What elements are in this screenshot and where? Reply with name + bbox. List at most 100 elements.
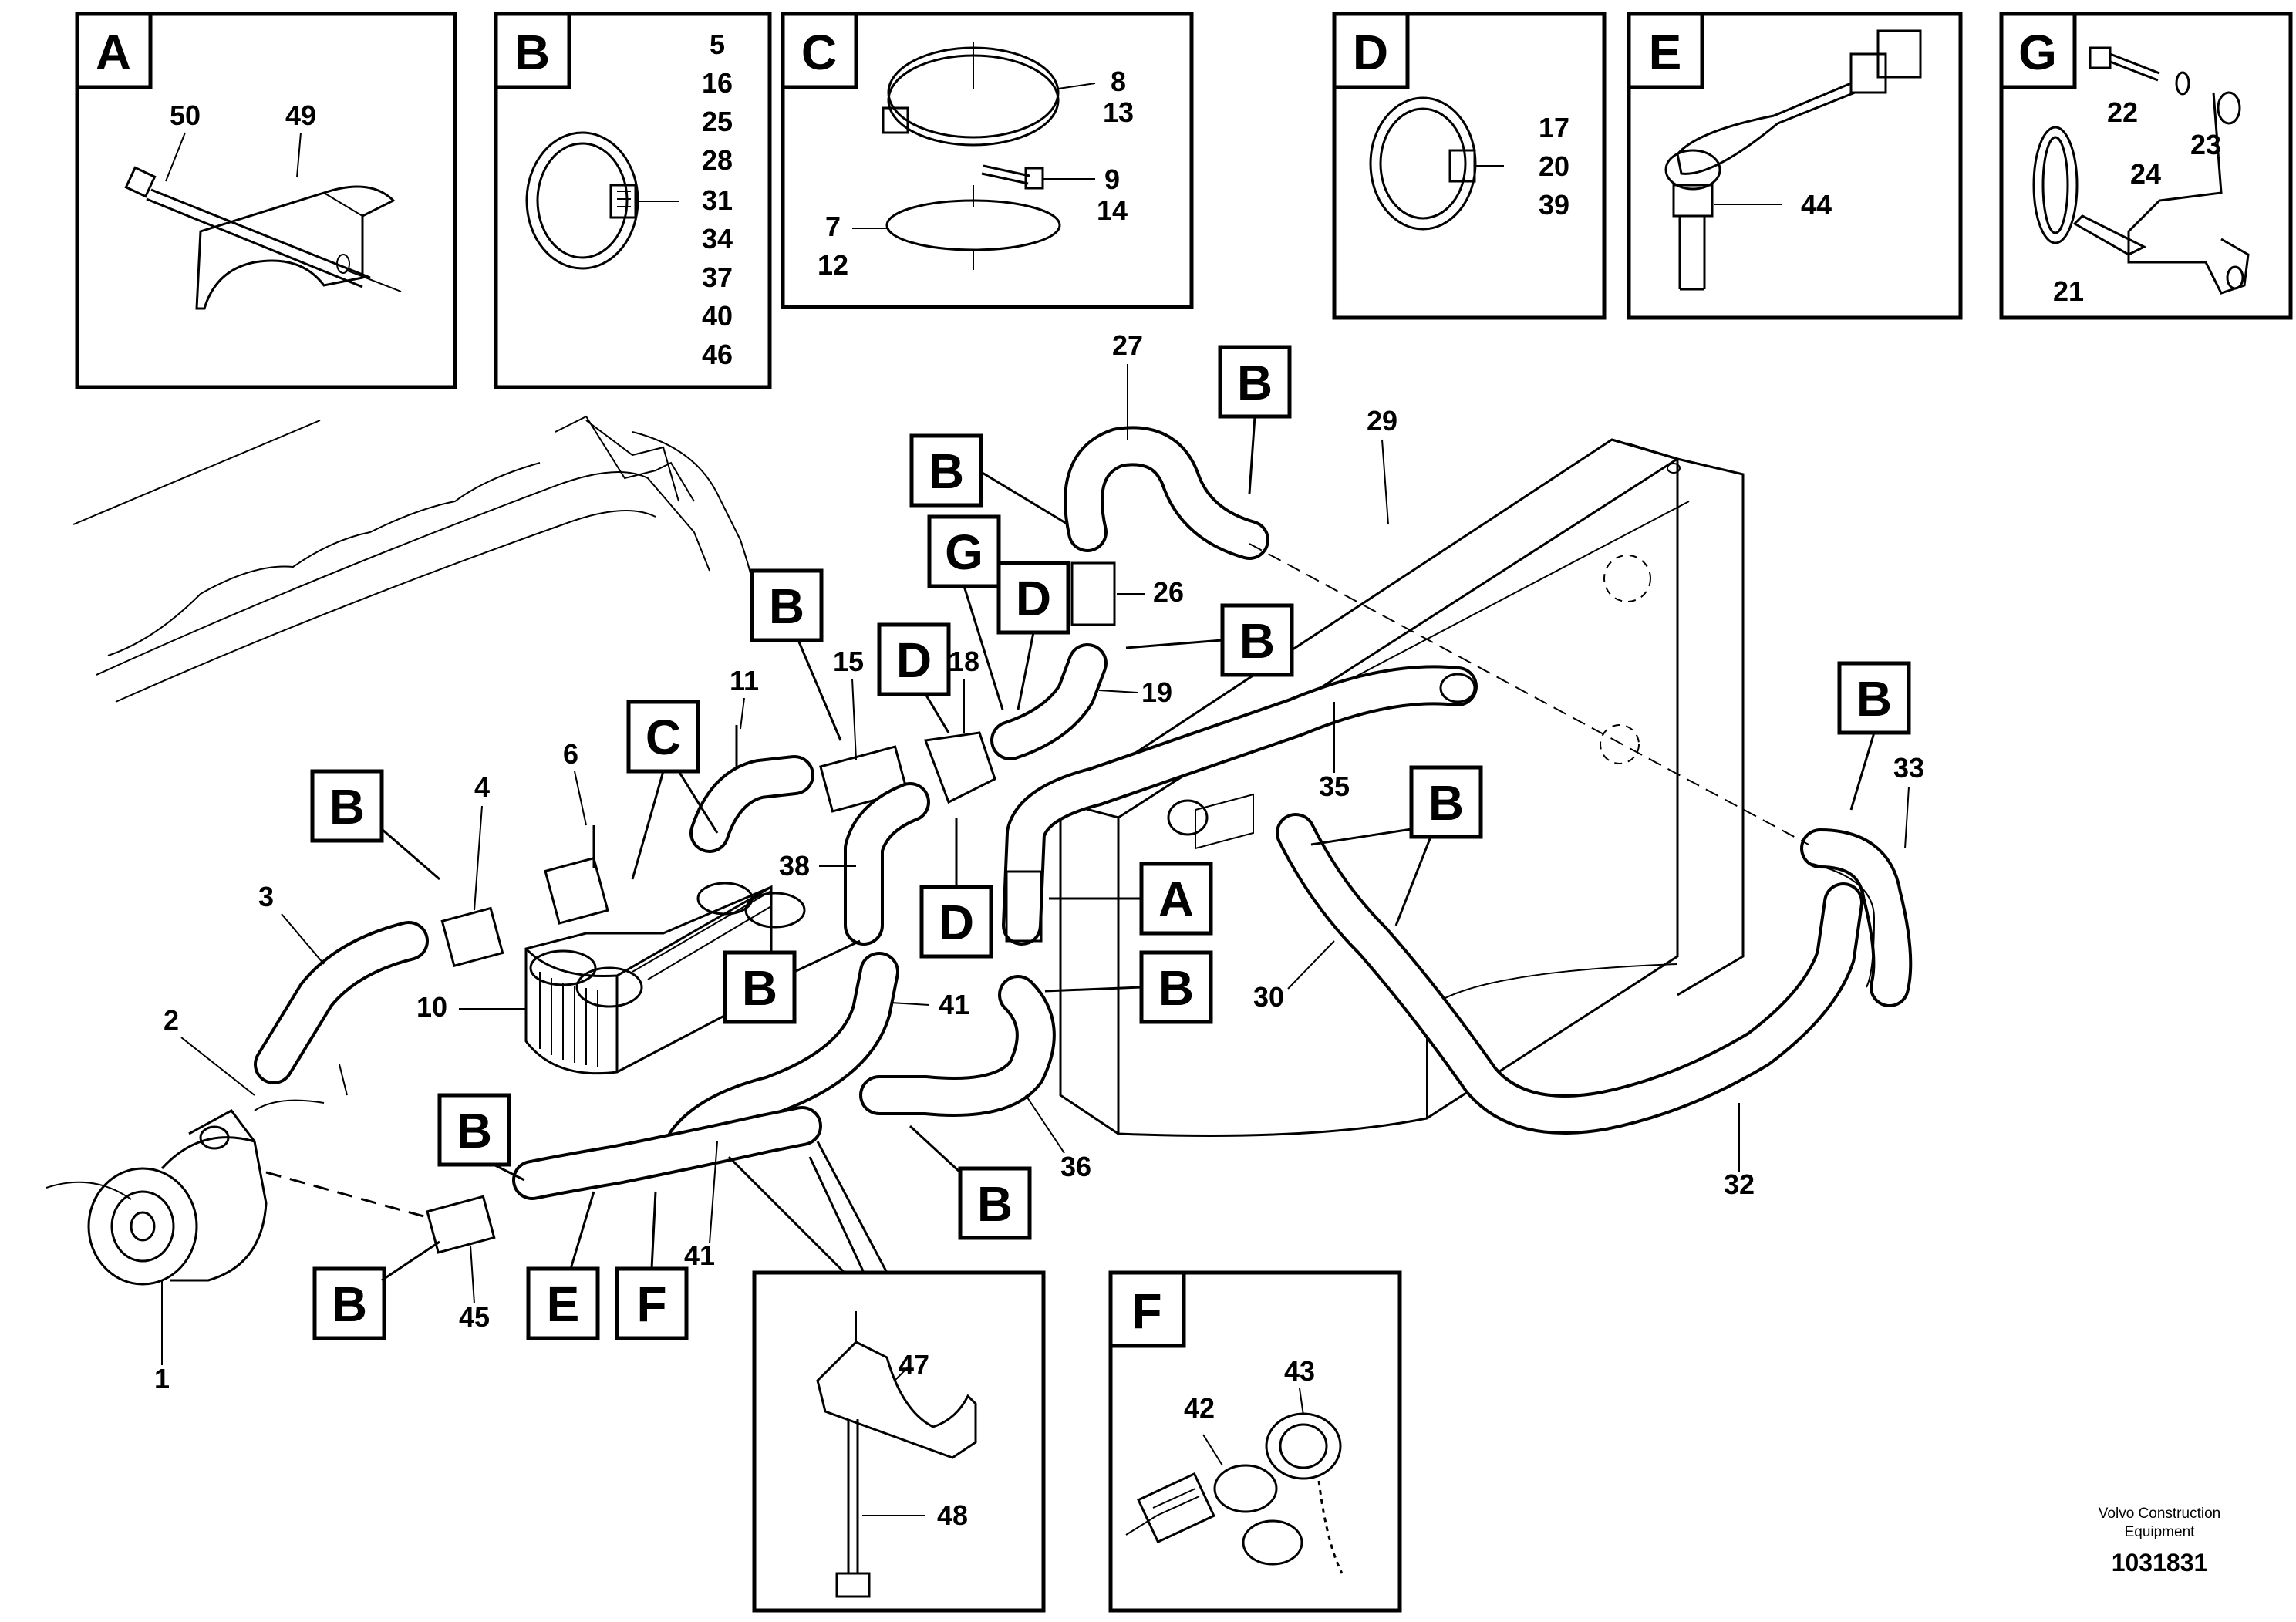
part-label-15: 15 [833,646,864,677]
inset-e: E 44 [1627,12,1963,320]
part-label-33: 33 [1893,752,1924,784]
part-label-11: 11 [730,665,759,696]
part-label-17: 17 [1539,112,1569,143]
callout-letter: B [1237,355,1273,410]
callout-letter: D [896,632,932,688]
part-label-30: 30 [1253,981,1284,1013]
part-label-22: 22 [2107,96,2138,128]
inset-c-letter: C [801,25,837,80]
part-label-38: 38 [779,850,810,882]
callout-letter: B [1239,613,1275,669]
callout-letter: C [646,710,681,765]
part-label-28: 28 [702,144,733,176]
inset-d: D 17 20 39 [1332,12,1607,320]
part-label-32: 32 [1724,1168,1755,1200]
company-line-1: Volvo Construction [2099,1506,2220,1522]
oil-cooler-icon [524,882,806,1075]
o-ring-icon [852,185,1061,270]
part-label-5: 5 [710,29,725,60]
callout-letter: B [977,1176,1013,1232]
callout-letter: B [1428,775,1464,831]
inset-a-letter: A [96,25,131,80]
part-label-24: 24 [2130,158,2161,190]
inset-b-letter: B [514,25,550,80]
part-label-37: 37 [702,261,733,293]
callout-letter: B [742,960,777,1016]
inset-f-letter: F [1131,1283,1161,1339]
bolt-icon [835,1419,925,1598]
part-label-20: 20 [1539,150,1569,182]
part-label-8: 8 [1111,66,1126,97]
part-label-31: 31 [702,184,733,216]
part-label-13: 13 [1103,96,1134,128]
part-label-41-upper: 41 [939,989,969,1020]
part-label-21: 21 [2053,275,2084,307]
radiator-icon [1059,438,1745,1137]
clamp-icon [882,42,1096,147]
part-label-25: 25 [702,106,733,137]
inset-e-letter: E [1649,25,1682,80]
callout-letter: B [329,779,365,835]
part-label-19: 19 [1141,676,1172,708]
hose-clip-icon [525,131,679,270]
callout-box [1218,345,1292,419]
inset-a: A 50 49 [75,12,457,389]
bracket-icon [2127,91,2250,295]
part-label-3: 3 [258,881,274,912]
callout-letter: E [547,1276,580,1332]
inset-f: F 42 43 [1108,1270,1402,1613]
part-label-12: 12 [818,249,848,281]
hoses [254,426,1913,1254]
callout-letter: D [1016,571,1051,626]
part-label-42: 42 [1184,1392,1215,1424]
part-label-44: 44 [1801,189,1832,221]
part-label-29: 29 [1367,405,1397,437]
part-label-45: 45 [459,1301,490,1333]
coupling-cap-icon [1125,1388,1344,1574]
part-label-35: 35 [1319,771,1350,802]
part-label-49: 49 [285,99,316,131]
bolt-icon [124,166,402,292]
part-label-9: 9 [1104,164,1120,195]
callout-letter: B [1856,671,1892,727]
compressor-icon [87,1109,268,1286]
inset-g-letter: G [2018,25,2057,80]
part-label-47: 47 [899,1349,929,1381]
part-label-34: 34 [702,223,733,255]
part-label-43: 43 [1284,1355,1315,1387]
part-label-46: 46 [702,339,733,370]
callout-letter: B [457,1103,492,1158]
part-label-50: 50 [170,99,201,131]
callout-letter: B [332,1276,367,1332]
temperature-sensor-icon [1664,29,1922,291]
part-label-18: 18 [949,646,979,677]
cable-tie-icon [2032,126,2147,256]
bolt-icon [2089,46,2190,96]
part-label-14: 14 [1097,194,1128,226]
part-label-7: 7 [825,211,841,242]
callout-letter: D [939,895,974,950]
part-label-1: 1 [154,1363,170,1394]
part-label-6: 6 [563,738,578,770]
part-labels: 1 2 3 4 6 10 11 15 18 19 26 27 29 30 32 … [154,329,1924,1394]
part-label-48: 48 [937,1499,968,1531]
footer: Volvo Construction Equipment 1031831 [2099,1506,2220,1576]
inset-g: G 22 23 24 21 [1999,12,2293,320]
part-label-4: 4 [474,771,490,803]
part-label-41-lower: 41 [684,1239,715,1271]
bolt-icon [981,164,1095,190]
callout-letter: B [769,578,804,634]
hose-clip-icon [1369,96,1504,231]
part-label-27: 27 [1112,329,1143,361]
part-label-26: 26 [1153,576,1184,608]
bracket-icon [816,1311,977,1459]
engine-outline [46,415,764,1200]
drawing-number: 1031831 [2112,1549,2208,1576]
company-line-2: Equipment [2125,1524,2196,1540]
callout-letter: B [929,443,964,499]
part-label-16: 16 [702,67,733,99]
inset-d-letter: D [1353,25,1388,80]
callouts: B B B G D D B B C B [310,345,1911,1340]
inset-bracket: 47 48 [752,1270,1046,1613]
